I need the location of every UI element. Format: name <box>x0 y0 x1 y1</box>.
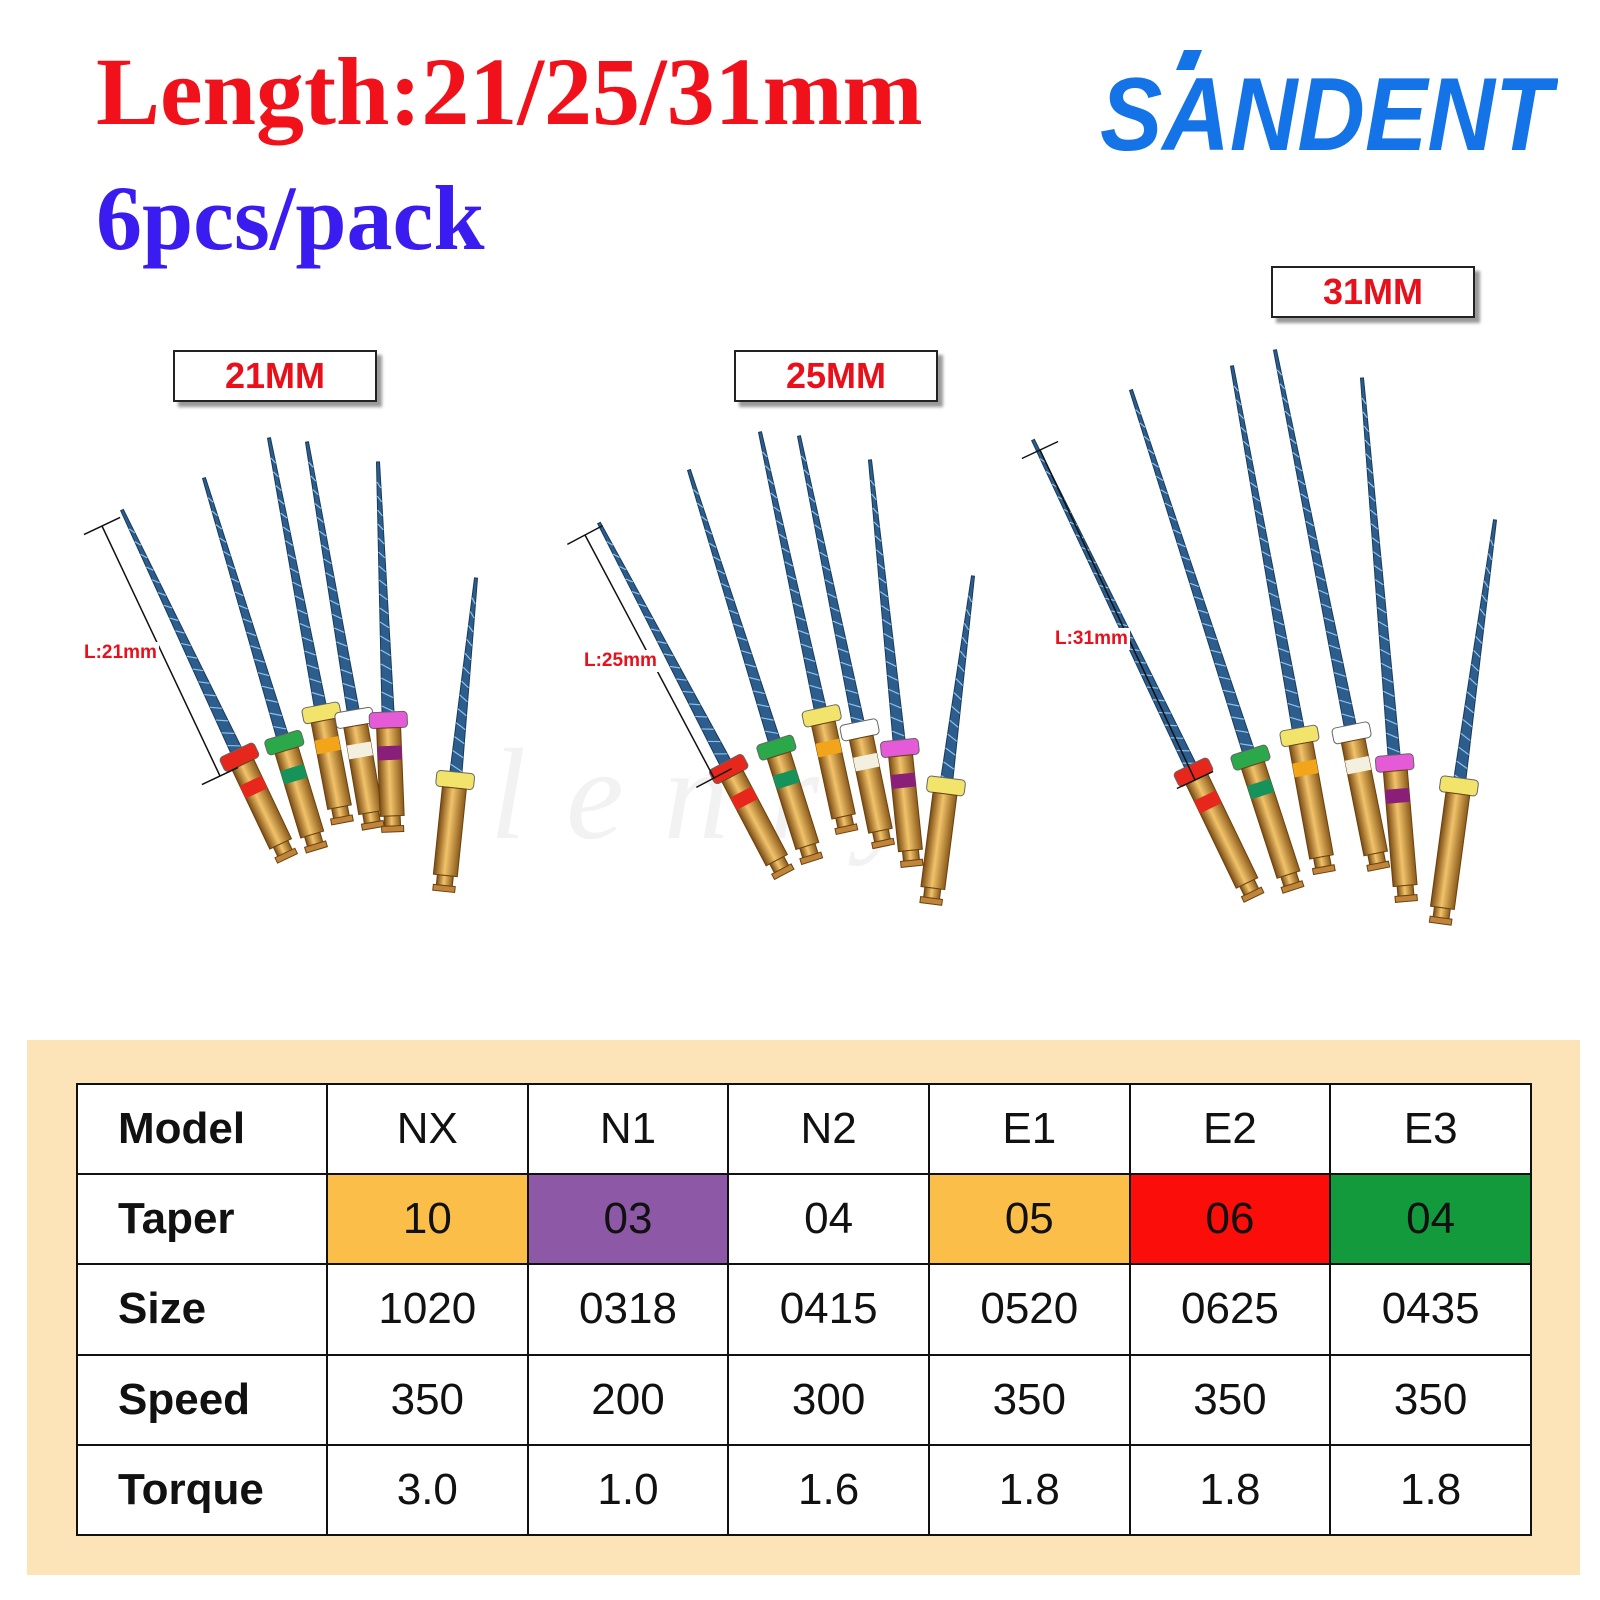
endo-file <box>686 468 824 866</box>
row-label: Model <box>76 1082 328 1176</box>
spec-cell: 06 <box>1128 1173 1332 1266</box>
row-label: Torque <box>76 1443 328 1537</box>
endo-file <box>119 508 299 864</box>
spec-cell: 300 <box>727 1353 930 1446</box>
length-label-25mm: 25MM <box>734 350 938 402</box>
length-label-31mm: 31MM <box>1271 266 1475 318</box>
spec-cell: 200 <box>526 1353 730 1446</box>
spec-cell: N2 <box>727 1082 930 1176</box>
spec-cell: 10 <box>326 1173 529 1266</box>
endo-file <box>304 441 385 831</box>
headline-length: Length:21/25/31mm <box>96 38 923 145</box>
spec-cell: 3.0 <box>326 1443 529 1537</box>
spec-cell: 350 <box>326 1353 529 1446</box>
row-label: Speed <box>76 1353 328 1446</box>
spec-cell: 04 <box>1329 1173 1532 1266</box>
spec-cell: 0318 <box>526 1263 730 1356</box>
length-bracket <box>1021 440 1214 790</box>
spec-cell: E3 <box>1329 1082 1532 1176</box>
spec-cell: E2 <box>1128 1082 1332 1176</box>
length-bracket <box>83 516 239 786</box>
endo-file <box>597 521 795 881</box>
spec-cell: E1 <box>927 1082 1131 1176</box>
endo-file <box>1272 349 1391 872</box>
headline-pack: 6pcs/pack <box>96 167 485 269</box>
spec-cell: 1.8 <box>1329 1443 1532 1537</box>
svg-text:SANDENT: SANDENT <box>1100 57 1558 160</box>
spec-cell: N1 <box>526 1082 730 1176</box>
length-annotation-25mm: L:25mm <box>582 650 659 672</box>
spec-cell: 1020 <box>326 1263 529 1356</box>
endo-file <box>1128 388 1305 894</box>
spec-cell: NX <box>326 1082 529 1176</box>
endo-file <box>201 476 329 854</box>
endodontic-files-image <box>83 349 1498 926</box>
length-annotation-31mm: L:31mm <box>1053 628 1130 650</box>
spec-cell: 1.8 <box>1128 1443 1332 1537</box>
spec-cell: 0520 <box>927 1263 1131 1356</box>
spec-cell: 1.0 <box>526 1443 730 1537</box>
spec-cell: 1.8 <box>927 1443 1131 1537</box>
spec-cell: 0415 <box>727 1263 930 1356</box>
endo-file <box>919 575 976 906</box>
spec-cell: 05 <box>927 1173 1131 1266</box>
endo-file <box>368 461 408 833</box>
row-label: Size <box>76 1263 328 1356</box>
endo-file <box>1428 519 1498 926</box>
length-label-21mm: 21MM <box>173 350 377 402</box>
row-label: Taper <box>76 1173 328 1266</box>
spec-cell: 350 <box>927 1353 1131 1446</box>
endo-file <box>757 431 859 836</box>
spec-cell: 350 <box>1128 1353 1332 1446</box>
endo-file <box>432 577 479 894</box>
length-annotation-21mm: L:21mm <box>82 642 159 664</box>
spec-cell: 0625 <box>1128 1263 1332 1356</box>
spec-cell: 0435 <box>1329 1263 1532 1356</box>
endo-file <box>1359 377 1418 903</box>
spec-cell: 03 <box>526 1173 730 1266</box>
endo-file <box>1229 365 1336 876</box>
endo-file <box>867 459 924 869</box>
brand-logo: SANDENT <box>1100 50 1558 160</box>
spec-cell: 350 <box>1329 1353 1532 1446</box>
spec-cell: 04 <box>727 1173 930 1266</box>
endo-file <box>266 437 354 826</box>
endo-file <box>1030 438 1265 903</box>
spec-cell: 1.6 <box>727 1443 930 1537</box>
endo-file <box>796 435 896 850</box>
